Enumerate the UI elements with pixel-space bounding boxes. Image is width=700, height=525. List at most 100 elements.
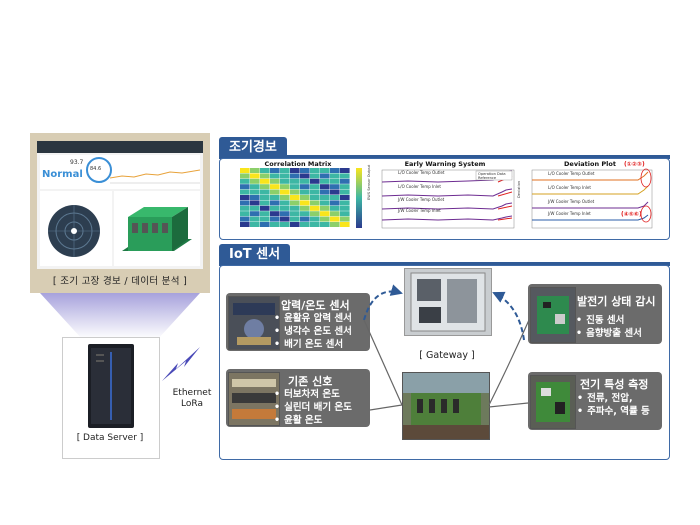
pressure-sensor-photo — [228, 296, 280, 350]
link-label-ethernet: Ethernet — [172, 388, 212, 398]
heatmap-cell — [240, 184, 250, 190]
heatmap-cell — [330, 184, 340, 190]
heatmap-cell — [320, 205, 330, 211]
heatmap-cell — [290, 222, 300, 227]
ews-legend-item-2: Reference — [478, 176, 497, 180]
dashboard-value-1: 93.7 — [70, 159, 84, 166]
iot-card-2-item-1: 터보차저 온도 — [274, 388, 352, 401]
heatmap-cell — [270, 216, 280, 222]
heatmap-cell — [260, 195, 270, 200]
polar-chart — [48, 205, 100, 257]
heatmap-cell — [310, 189, 320, 195]
heatmap-cell — [260, 205, 270, 211]
iot-card-3-item-1: 진동 센서 — [576, 314, 642, 327]
heatmap-cell — [240, 216, 250, 222]
ews-series-label-3: J/W Cooler Temp Outlet — [398, 197, 445, 202]
dev-series-label-4: J/W Cooler Temp Inlet — [548, 211, 591, 216]
dev-series-label-2: L/O Cooler Temp Inlet — [548, 185, 591, 190]
heatmap-cell — [250, 184, 260, 190]
heatmap-cell — [310, 211, 320, 217]
heatmap-cell — [290, 184, 300, 190]
heatmap-cell — [330, 200, 340, 206]
iot-tab: IoT 센서 — [219, 244, 291, 265]
iot-card-4-item-2: 주파수, 역률 등 — [577, 405, 650, 418]
iot-card-title-3: 발전기 상태 감시 — [577, 295, 656, 308]
gateway-photo — [404, 268, 492, 336]
heatmap-cell — [250, 211, 260, 217]
heatmap-cell — [330, 216, 340, 222]
heatmap-cell — [250, 216, 260, 222]
engine-photo — [402, 372, 490, 440]
heatmap-cell — [300, 211, 310, 217]
heatmap-cell — [240, 173, 250, 179]
iot-card-1-item-3: 배기 온도 센서 — [274, 338, 352, 351]
gateway-label: [ Gateway ] — [419, 350, 475, 361]
heatmap-cell — [340, 178, 350, 184]
heatmap-cell — [310, 200, 320, 206]
deviation-marker-top: (①②③) — [624, 161, 645, 168]
heatmap-cell — [240, 178, 250, 184]
arrow-generator-to-gateway — [492, 291, 525, 341]
heatmap-cell — [290, 205, 300, 211]
iot-card-list-1: 윤활유 압력 센서 냉각수 온도 센서 배기 온도 센서 — [274, 312, 352, 351]
ews-series-label-4: J/W Cooler Temp Inlet — [398, 208, 441, 213]
heatmap-cell — [330, 211, 340, 217]
heatmap-cell — [240, 168, 250, 173]
dashboard-mini-chart — [110, 169, 200, 184]
iot-card-1-item-1: 윤활유 압력 센서 — [274, 312, 352, 325]
dashboard-gauge-strip: Normal 93.7 84.6 — [40, 155, 200, 189]
heatmap-cell — [270, 200, 280, 206]
heatmap-cell — [260, 200, 270, 206]
engine-3d-model — [122, 207, 192, 251]
heatmap-cell — [280, 184, 290, 190]
heatmap-cell — [260, 216, 270, 222]
heatmap-cell — [260, 168, 270, 173]
heatmap-cell — [310, 195, 320, 200]
heatmap-cell — [270, 205, 280, 211]
heatmap-cell — [280, 222, 290, 227]
heatmap-cell — [340, 205, 350, 211]
heatmap-cell — [270, 184, 280, 190]
heatmap-cell — [280, 189, 290, 195]
heatmap-cell — [300, 173, 310, 179]
heatmap-cell — [290, 195, 300, 200]
heatmap-cell — [300, 200, 310, 206]
heatmap-cell — [300, 216, 310, 222]
early-warning-tab: 조기경보 — [219, 137, 287, 158]
heatmap-cell — [300, 195, 310, 200]
heatmap-cell — [280, 216, 290, 222]
heatmap-cell — [270, 168, 280, 173]
dashboard-polar-panel — [40, 191, 112, 266]
heatmap-cell — [320, 211, 330, 217]
heatmap-cell — [330, 195, 340, 200]
heatmap-cell — [280, 178, 290, 184]
heatmap-cell — [270, 195, 280, 200]
line-generator-to-engine — [488, 319, 530, 406]
heatmap-cell — [250, 178, 260, 184]
iot-card-list-4: 전류, 전압, 주파수, 역률 등 — [577, 392, 650, 418]
heatmap-cell — [280, 211, 290, 217]
heatmap-cell — [290, 178, 300, 184]
heatmap-cell — [270, 189, 280, 195]
ews-legend: Operation Data Reference — [478, 172, 506, 180]
heatmap-cell — [280, 205, 290, 211]
heatmap-cell — [240, 205, 250, 211]
dev-series-label-1: L/O Cooler Temp Outlet — [548, 171, 595, 176]
heatmap-cell — [270, 173, 280, 179]
heatmap-cell — [300, 184, 310, 190]
heatmap-cell — [250, 195, 260, 200]
heatmap-cell — [340, 195, 350, 200]
heatmap-cell — [330, 189, 340, 195]
heatmap-cell — [290, 173, 300, 179]
heatmap-cell — [320, 222, 330, 227]
dev-series-label-3: J/W Cooler Temp Outlet — [548, 199, 595, 204]
heatmap-cell — [300, 178, 310, 184]
heatmap-cell — [330, 168, 340, 173]
iot-card-title-2: 기존 신호 — [288, 375, 333, 388]
heatmap-cell — [240, 200, 250, 206]
ews-ylabel: EWS Sensor Output — [367, 164, 371, 200]
heatmap-cell — [240, 195, 250, 200]
heatmap-cell — [320, 173, 330, 179]
iot-card-2-item-2: 실린더 배기 온도 — [274, 401, 352, 414]
dev-ylabel: Deviation — [517, 180, 521, 198]
